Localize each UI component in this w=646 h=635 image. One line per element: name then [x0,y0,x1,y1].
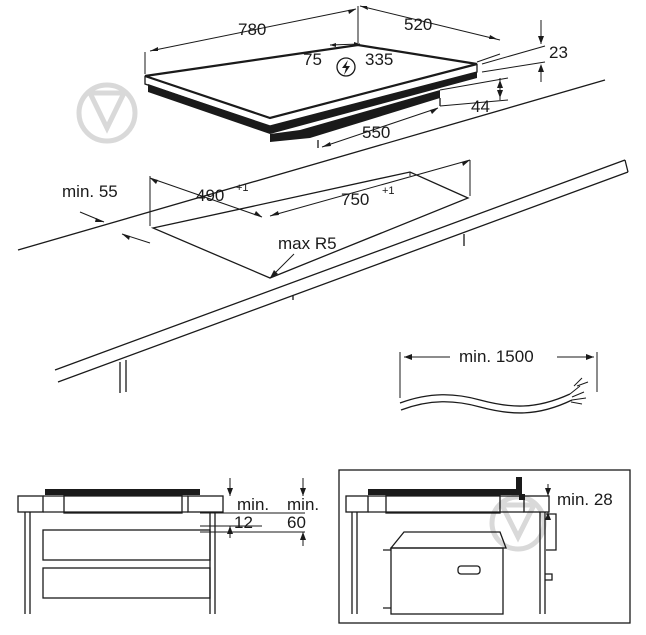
hob-top-view [144,43,478,148]
radius-label: max R5 [278,234,337,253]
dim-height: 23 [481,20,568,82]
cutout-width-tol: +1 [382,185,395,197]
lightning-bolt-in-circle-icon [336,57,356,77]
cutout-depth-tol: +1 [236,182,249,194]
gap1-label-b: 12 [234,513,253,532]
gap1-label-a: min. [237,495,269,514]
dim-edge-distance: min. 55 [62,182,151,244]
conn-offset-label: 75 [303,50,322,69]
dim-depth: 520 [359,5,501,63]
box-height-label: 44 [471,97,490,116]
dim-cutout-width: 750 +1 [269,159,471,217]
gap-label: min. 28 [557,490,613,509]
width-label: 780 [238,20,266,39]
power-cable: min. 1500 [399,347,598,414]
min-edge-label: min. 55 [62,182,118,201]
dim-cutout-depth: 490 +1 [149,176,263,226]
worktop [17,79,629,393]
gap2-label-b: 60 [287,513,306,532]
gap2-label-a: min. [287,495,319,514]
dim-radius: max R5 [269,234,337,279]
cutout-width-label: 750 [341,190,369,209]
brand-watermark-icon [76,82,138,144]
dim-box-depth: 550 [321,107,439,148]
left-side-view: min. 12 min. 60 [17,478,319,614]
cable-length-label: min. 1500 [459,347,534,366]
right-side-view: min. 28 [338,469,631,624]
dim-width: 780 [144,6,359,74]
dim-box-height: 44 [439,77,509,116]
height-label: 23 [549,43,568,62]
dim-connection: 75 335 [303,42,393,77]
brand-watermark-icon [489,494,547,552]
conn-depth-label: 335 [365,50,393,69]
cutout-depth-label: 490 [196,186,224,205]
box-depth-label: 550 [362,123,390,142]
depth-label: 520 [404,15,432,34]
